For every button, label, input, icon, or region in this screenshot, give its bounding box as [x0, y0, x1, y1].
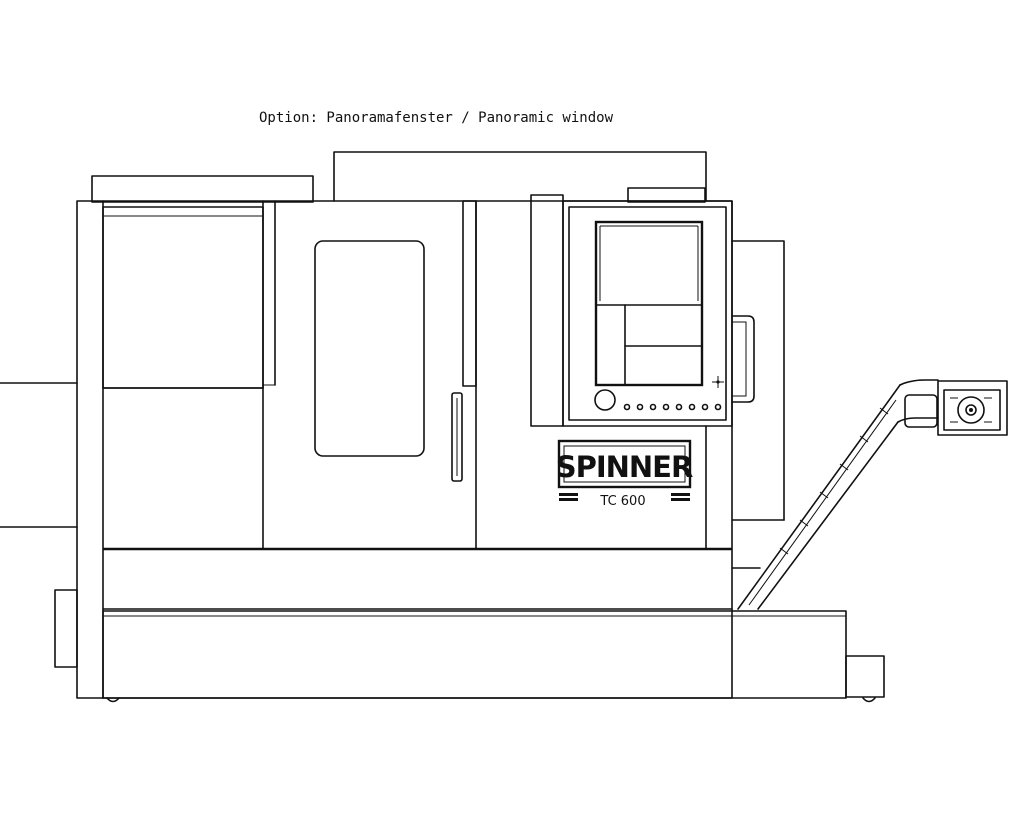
- door-handle: [451, 392, 463, 482]
- side-guard: [731, 240, 785, 569]
- machine-cabinet: [76, 200, 733, 699]
- brand-plate: SPINNER TC 600: [556, 439, 694, 509]
- machine-base: [54, 589, 885, 703]
- conveyor-motor: [904, 380, 1008, 436]
- control-panel: [530, 194, 755, 427]
- caption-text: Option: Panoramafenster / Panoramic wind…: [259, 110, 614, 126]
- bar-feeder-stub: [0, 382, 78, 528]
- panoramic-window: [314, 240, 425, 457]
- roof-structure: [91, 151, 707, 203]
- star-indicator-icon: [712, 376, 724, 388]
- model-name: TC 600: [599, 494, 645, 509]
- chip-conveyor: [737, 379, 939, 610]
- brand-name: SPINNER: [556, 450, 693, 484]
- control-dial: [594, 389, 616, 411]
- control-screen: [594, 220, 704, 387]
